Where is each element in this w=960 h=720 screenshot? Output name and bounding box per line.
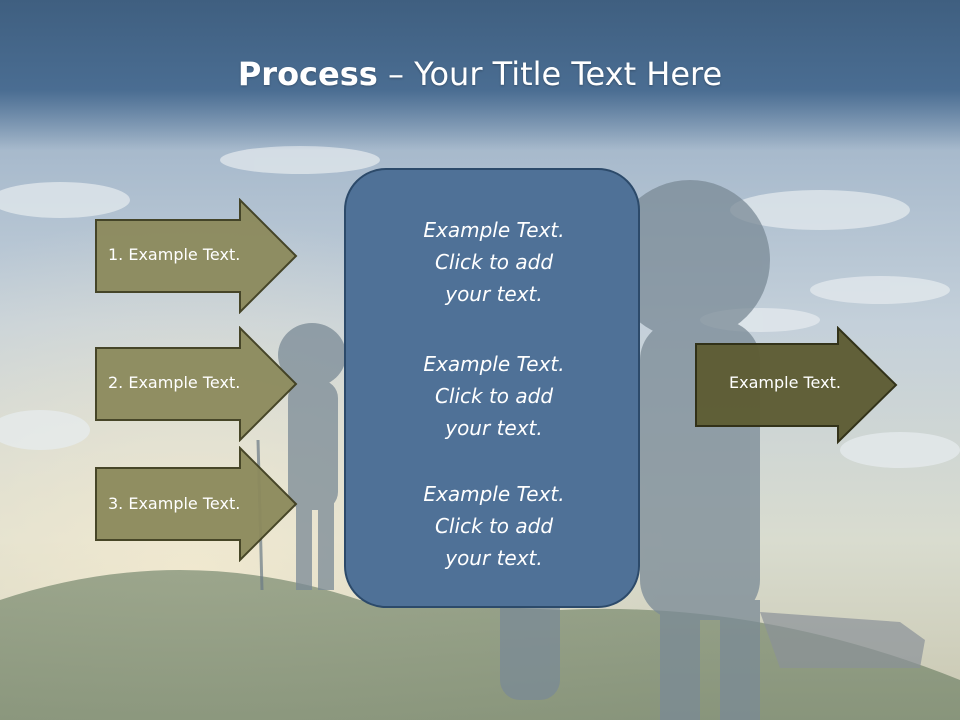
slide-title[interactable]: Process – Your Title Text Here: [0, 52, 960, 96]
right-arrow[interactable]: [694, 326, 900, 446]
panel-text-block-3[interactable]: Example Text. Click to add your text.: [346, 478, 642, 574]
left-arrow-3[interactable]: [94, 446, 300, 562]
panel-text-line: Example Text.: [423, 352, 565, 376]
panel-text-line: Click to add: [434, 384, 554, 408]
panel-text-line: Click to add: [434, 250, 554, 274]
panel-text-line: your text.: [445, 546, 543, 570]
panel-text-block-2[interactable]: Example Text. Click to add your text.: [346, 348, 642, 444]
center-text-panel[interactable]: Example Text. Click to add your text. Ex…: [344, 168, 640, 608]
left-arrow-2-label: 2. Example Text.: [108, 373, 241, 392]
title-bold: Process: [237, 55, 378, 93]
panel-text-line: your text.: [445, 282, 543, 306]
panel-text-line: your text.: [445, 416, 543, 440]
right-arrow-label: Example Text.: [729, 373, 841, 392]
left-arrow-2[interactable]: [94, 326, 300, 442]
title-bar: [0, 0, 960, 150]
panel-text-line: Example Text.: [423, 218, 565, 242]
left-arrow-1-label: 1. Example Text.: [108, 245, 241, 264]
panel-text-block-1[interactable]: Example Text. Click to add your text.: [346, 214, 642, 310]
left-arrow-1[interactable]: [94, 198, 300, 314]
panel-text-line: Example Text.: [423, 482, 565, 506]
left-arrow-3-label: 3. Example Text.: [108, 494, 241, 513]
panel-text-line: Click to add: [434, 514, 554, 538]
title-rest: – Your Title Text Here: [377, 55, 723, 93]
